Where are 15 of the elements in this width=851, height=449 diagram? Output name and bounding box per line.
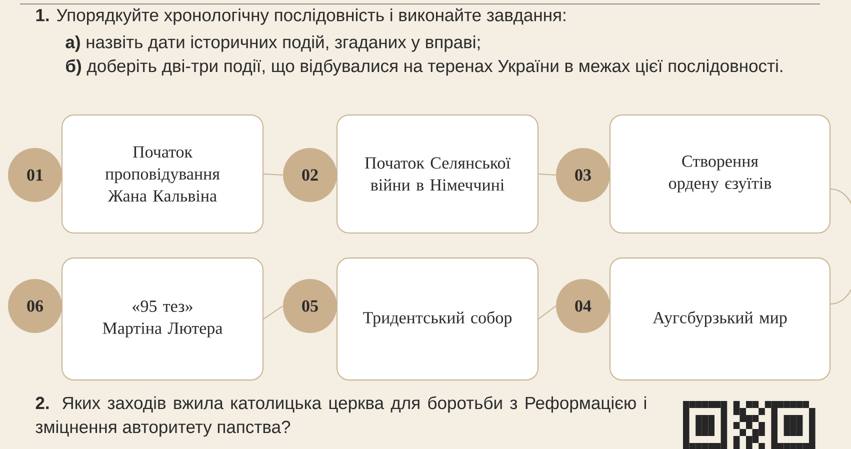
event-box: Створення ордену єзуїтів bbox=[610, 114, 830, 234]
connector-line bbox=[263, 174, 284, 176]
event-box: Аугсбурзький мир bbox=[610, 258, 830, 380]
event-box: Тридентський собор bbox=[336, 258, 538, 380]
task-text: б) доберіть дві-три події, що відбувалися на теренах України в межах цієї послідовності. bbox=[66, 59, 782, 76]
task-text: 2. Яких заходів вжила католицька церква для боротьби з Реформацією і зміцнення авторитету папства? bbox=[36, 396, 646, 437]
event-box: Початок Селянської війни в Німеччині bbox=[336, 114, 538, 234]
connector-line bbox=[538, 306, 556, 320]
event-box: Початок проповідування Жана Кальвіна bbox=[62, 114, 264, 234]
connector-line bbox=[830, 188, 851, 304]
connector-line bbox=[538, 174, 556, 176]
task-text: 1. Упорядкуйте хронологічну послідовність і виконайте завдання: bbox=[36, 8, 566, 25]
connector-line bbox=[263, 306, 284, 320]
task-text: а) назвіть дати історичних подій, згаданих у вправі; bbox=[66, 35, 480, 52]
event-box: «95 тез» Мартіна Лютера bbox=[62, 258, 264, 380]
